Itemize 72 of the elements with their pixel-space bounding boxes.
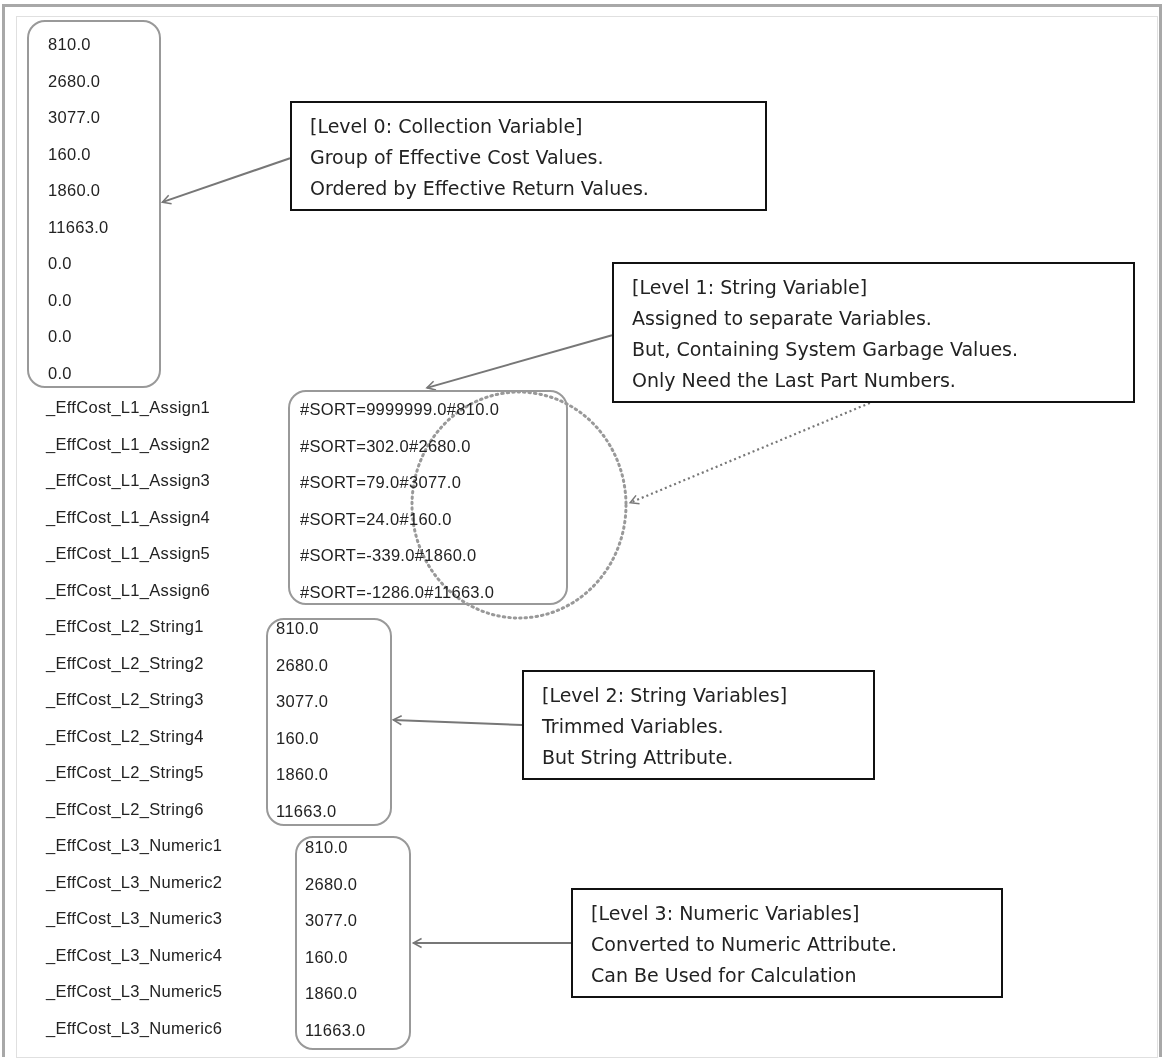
value-text: 0.0 (48, 253, 72, 273)
value-text: 11663.0 (305, 1019, 366, 1040)
variable-name: _EffCost_L1_Assign5 (46, 543, 211, 563)
callout-text: [Level 0: Collection Variable] (310, 114, 583, 139)
variable-name: _EffCost_L1_Assign2 (46, 433, 211, 454)
callout-text: Can Be Used for Calculation (591, 963, 857, 988)
variable-name: _EffCost_L3_Numeric3 (46, 908, 223, 928)
highlight-outline (288, 390, 568, 605)
variable-name: _EffCost_L3_Numeric1 (46, 835, 223, 855)
variable-name: _EffCost_L2_String3 (46, 689, 204, 709)
value-text: 2680.0 (276, 654, 329, 675)
value-text: #SORT=9999999.0#810.0 (300, 399, 500, 419)
value-text: 160.0 (276, 727, 319, 748)
highlight-outline (295, 836, 411, 1050)
callout-text: [Level 3: Numeric Variables] (591, 901, 860, 926)
callout-text: [Level 2: String Variables] (542, 683, 788, 708)
variable-name: _EffCost_L2_String2 (46, 652, 204, 673)
arrow (161, 157, 291, 205)
variable-name: _EffCost_L1_Assign4 (46, 506, 211, 527)
callout-text: Group of Effective Cost Values. (310, 145, 604, 170)
value-text: 11663.0 (276, 800, 337, 821)
value-text: 3077.0 (276, 691, 329, 711)
arrow (425, 334, 613, 391)
value-text: 160.0 (305, 946, 348, 967)
callout-text: But String Attribute. (542, 745, 734, 770)
value-text: #SORT=-1286.0#11663.0 (300, 581, 495, 602)
value-text: #SORT=302.0#2680.0 (300, 435, 471, 456)
variable-name: _EffCost_L3_Numeric2 (46, 871, 223, 892)
value-text: 160.0 (48, 143, 91, 164)
value-text: 11663.0 (48, 216, 109, 237)
callout-text: Assigned to separate Variables. (632, 306, 932, 331)
value-text: #SORT=-339.0#1860.0 (300, 545, 477, 565)
callout-box (522, 670, 875, 780)
callout-text: But, Containing System Garbage Values. (632, 337, 1019, 362)
highlight-outline (27, 20, 161, 388)
callout-text: Converted to Numeric Attribute. (591, 932, 897, 957)
value-text: 1860.0 (48, 180, 101, 200)
value-text: #SORT=24.0#160.0 (300, 508, 452, 529)
variable-name: _EffCost_L1_Assign6 (46, 579, 211, 600)
highlight-outline (266, 618, 392, 826)
value-text: 1860.0 (276, 764, 329, 784)
callout-text: Only Need the Last Part Numbers. (632, 368, 956, 393)
variable-name: _EffCost_L2_String5 (46, 762, 204, 782)
value-text: 810.0 (48, 34, 91, 54)
arrow (629, 402, 871, 505)
callout-text: [Level 1: String Variable] (632, 275, 868, 300)
arrow (412, 937, 572, 949)
callout-text: Ordered by Effective Return Values. (310, 176, 649, 201)
value-text: 1860.0 (305, 983, 358, 1003)
callout-box (612, 262, 1135, 403)
value-text: 2680.0 (48, 70, 101, 91)
variable-name: _EffCost_L3_Numeric5 (46, 981, 223, 1001)
value-text: 0.0 (48, 326, 72, 346)
value-text: 810.0 (305, 837, 348, 857)
variable-name: _EffCost_L1_Assign3 (46, 470, 211, 490)
variable-name: _EffCost_L2_String6 (46, 798, 204, 819)
variable-name: _EffCost_L3_Numeric4 (46, 944, 223, 965)
variable-name: _EffCost_L3_Numeric6 (46, 1017, 223, 1038)
value-text: #SORT=79.0#3077.0 (300, 472, 462, 492)
value-text: 0.0 (48, 362, 72, 383)
callout-box (571, 888, 1003, 998)
variable-name: _EffCost_L2_String4 (46, 725, 204, 746)
value-text: 0.0 (48, 289, 72, 310)
arrow (392, 715, 523, 726)
value-text: 3077.0 (48, 107, 101, 127)
variable-name: _EffCost_L1_Assign1 (46, 397, 211, 417)
value-text: 2680.0 (305, 873, 358, 894)
callout-box (290, 101, 767, 211)
value-text: 3077.0 (305, 910, 358, 930)
variable-name: _EffCost_L2_String1 (46, 616, 204, 636)
value-text: 810.0 (276, 618, 319, 638)
callout-text: Trimmed Variables. (542, 714, 724, 739)
